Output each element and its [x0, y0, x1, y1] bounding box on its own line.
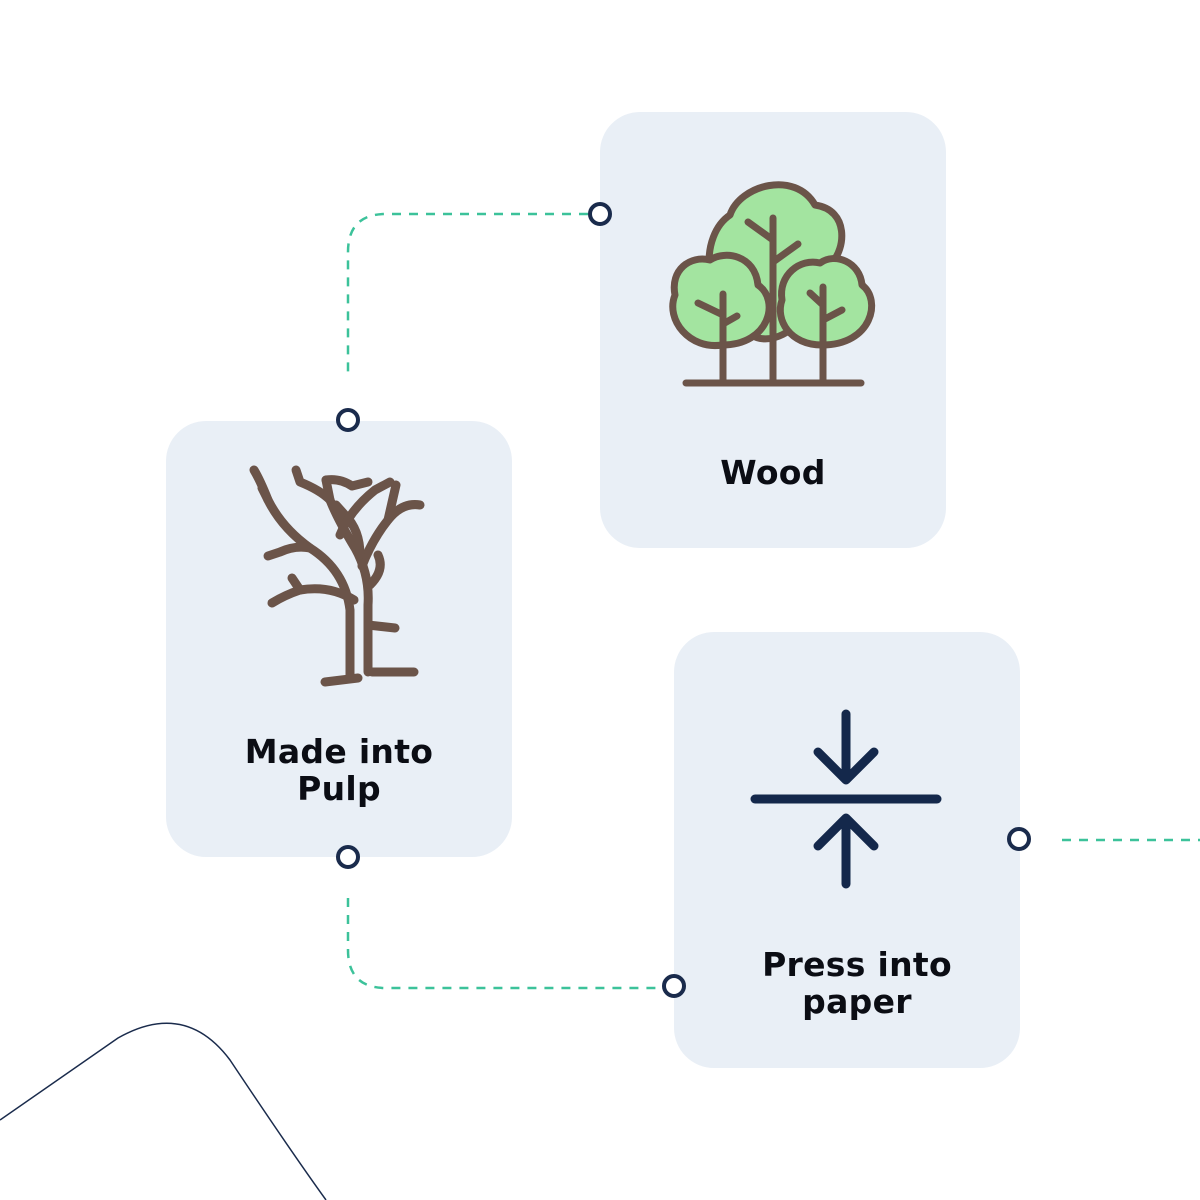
connector-pulp-to-press [346, 898, 660, 990]
step-label-wood: Wood [720, 453, 826, 492]
forest-trees-icon [669, 181, 876, 387]
node-press-right [1007, 827, 1031, 851]
node-wood-left [588, 202, 612, 226]
bare-tree-icon [249, 465, 425, 687]
node-pulp-bottom [336, 845, 360, 869]
node-press-left [662, 974, 686, 998]
compress-arrows-icon [750, 709, 942, 889]
step-label-press-line2: paper [802, 982, 912, 1021]
decorative-curve [0, 1022, 327, 1200]
node-pulp-top [336, 408, 360, 432]
connector-wood-to-pulp [346, 212, 588, 378]
step-label-pulp-line2: Pulp [297, 769, 381, 808]
step-label-press-line1: Press into [762, 945, 952, 984]
step-card-pulp [166, 421, 512, 857]
step-label-pulp-line1: Made into [244, 732, 434, 771]
